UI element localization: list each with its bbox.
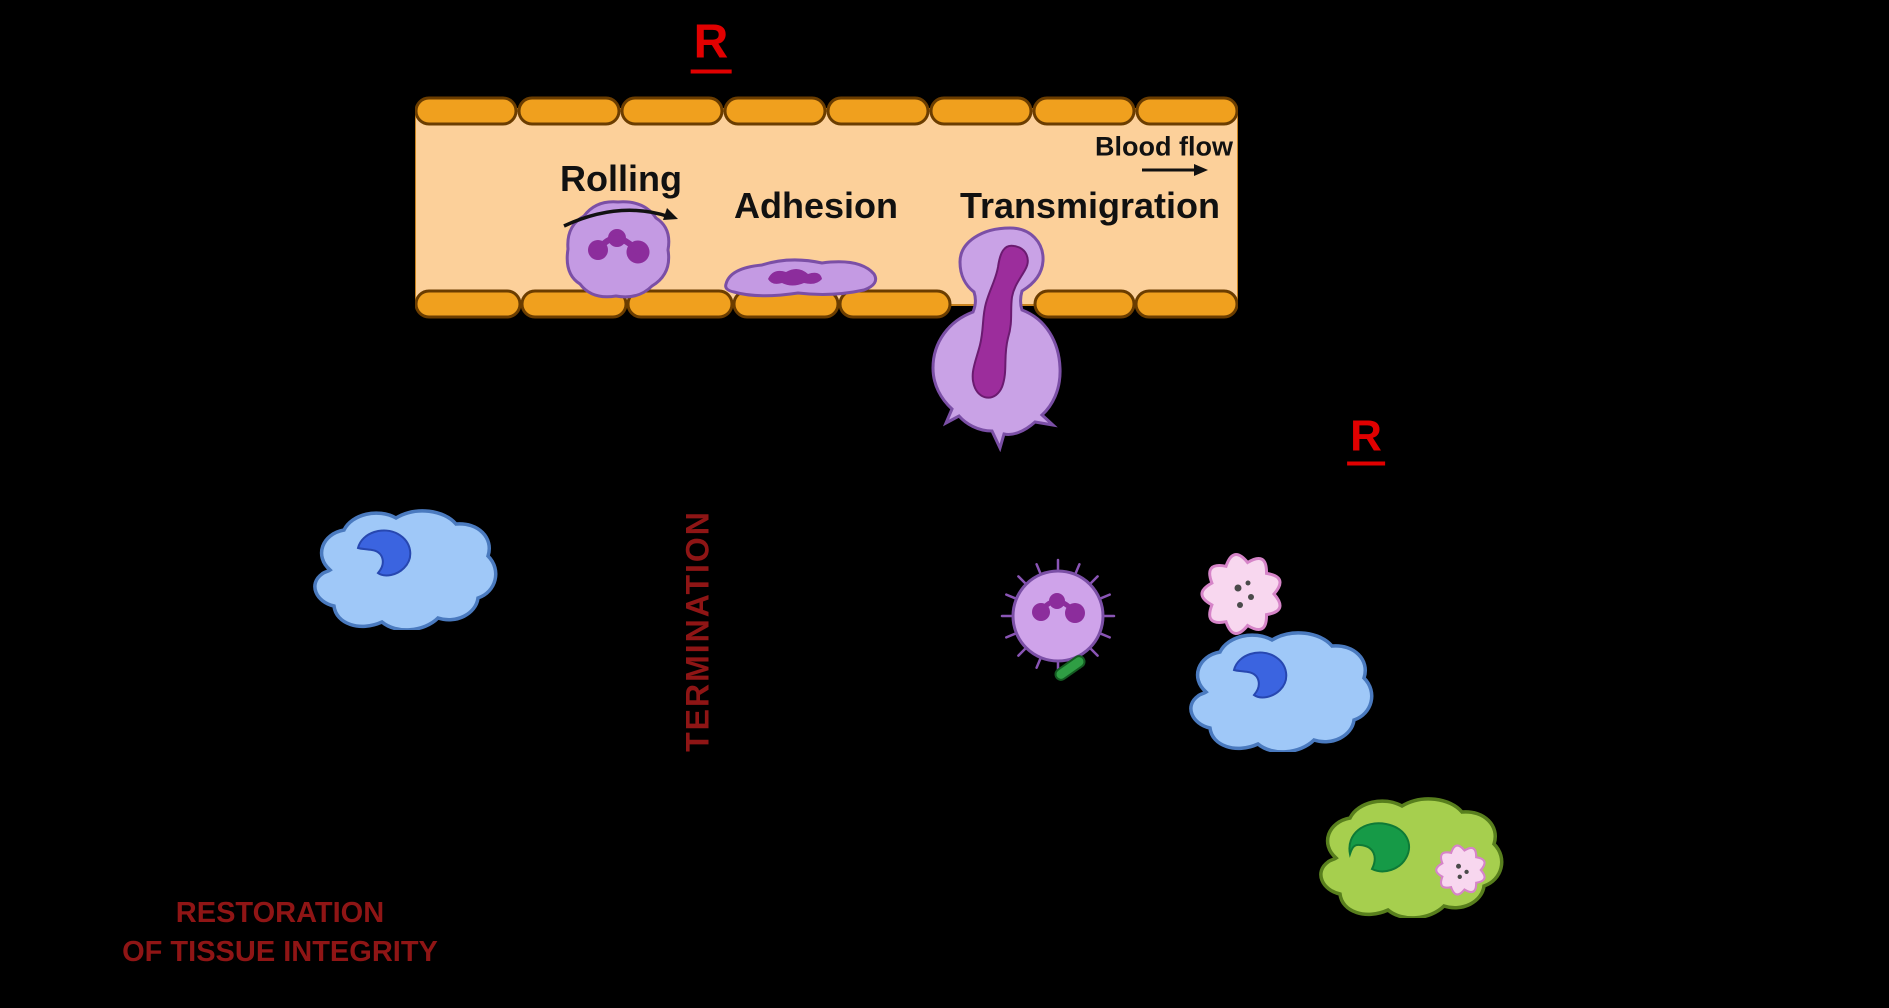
macrophage-right-icon xyxy=(1189,631,1374,752)
macrophage-left-icon xyxy=(313,509,498,630)
receptor-label-top: R xyxy=(690,18,732,74)
adherent-neutrophil-icon xyxy=(724,258,878,298)
adhesion-label: Adhesion xyxy=(733,185,899,226)
restoration-label-line2: OF TISSUE INTEGRITY xyxy=(122,936,438,968)
nucleus xyxy=(1232,651,1288,699)
elongated-nucleus xyxy=(971,244,1029,399)
receptor-letter-right: R xyxy=(1347,414,1385,466)
blood-vessel xyxy=(415,96,1238,319)
cell-body xyxy=(1011,569,1105,663)
lobed-nucleus xyxy=(588,229,650,264)
rolling-neutrophil-icon xyxy=(565,200,671,299)
bacterium-icon xyxy=(1054,655,1086,681)
receptor-letter-top: R xyxy=(690,18,732,74)
termination-label: TERMINATION xyxy=(679,510,716,752)
transmigration-label: Transmigration xyxy=(959,185,1221,226)
condensed-nuclear-fragments xyxy=(1234,580,1254,608)
endothelium-top-wall xyxy=(415,96,1238,126)
restoration-label: RESTORATION OF TISSUE INTEGRITY xyxy=(122,894,438,972)
transmigrating-neutrophil-icon xyxy=(931,226,1062,452)
efferocytosing-macrophage-icon xyxy=(1319,797,1504,918)
nucleus xyxy=(1348,822,1411,873)
phagocytosing-neutrophil-icon xyxy=(1000,558,1116,681)
lobed-nucleus xyxy=(768,268,822,286)
apoptotic-neutrophil-icon xyxy=(1200,553,1282,635)
rolling-label: Rolling xyxy=(560,158,682,199)
lobed-nucleus xyxy=(1032,593,1085,623)
cell-body xyxy=(313,509,498,630)
cell-body xyxy=(1189,631,1374,752)
blood-flow-label: Blood flow xyxy=(1095,131,1233,162)
restoration-label-line1: RESTORATION xyxy=(175,896,385,929)
nucleus xyxy=(356,529,412,577)
endothelium-bottom-wall xyxy=(415,289,1238,319)
cell-body xyxy=(1200,553,1282,635)
receptor-label-right: R xyxy=(1347,414,1385,466)
rolling-arrow-icon xyxy=(563,208,678,228)
engulfed-apoptotic-cell-icon xyxy=(1435,844,1486,896)
blood-flow-arrow-icon xyxy=(1142,164,1208,176)
